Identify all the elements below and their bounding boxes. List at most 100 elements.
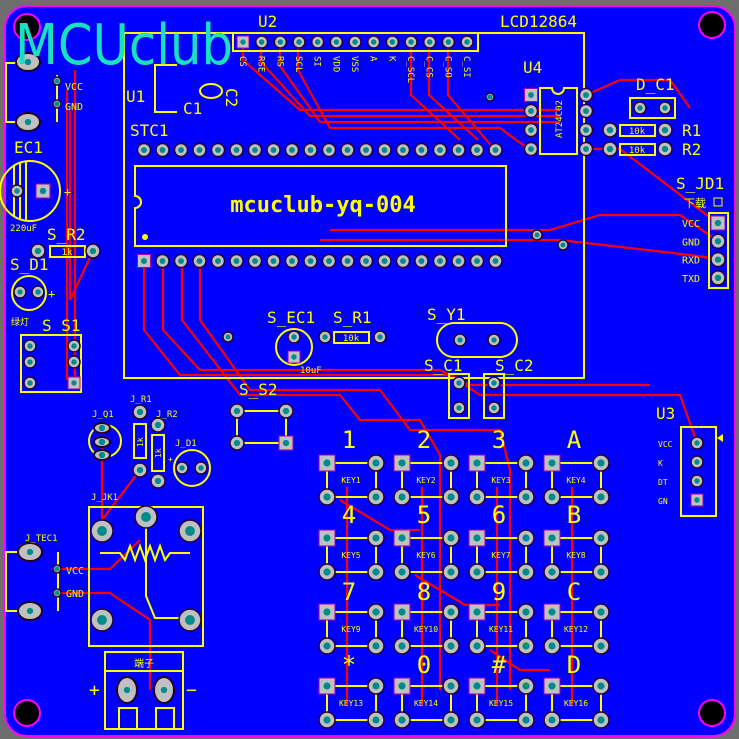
key-pin: [543, 563, 561, 581]
jr2-pin: [150, 417, 166, 433]
jjk1-pin: [134, 505, 158, 529]
dc1-pin: [633, 101, 647, 115]
r1-value: 10k: [629, 127, 646, 137]
mcu-pin: [247, 253, 263, 269]
key-symbol: 8: [417, 578, 431, 606]
ec1-outline: [0, 160, 61, 222]
mcu-pin: [247, 142, 263, 158]
crystal-outline: [436, 322, 518, 358]
u1-ref: U1: [126, 87, 145, 106]
sec1-outline: [275, 328, 313, 366]
lcd-pin-label: CS: [237, 56, 247, 67]
c2-ref: C2: [222, 88, 241, 107]
key-pin: [318, 563, 336, 581]
download-pin: [710, 251, 726, 268]
ec1-pin: [35, 183, 51, 199]
sc2-pin: [487, 376, 501, 390]
mcu-pin: [432, 142, 448, 158]
sr2-body: [49, 245, 86, 258]
crystal-pin: [453, 333, 467, 347]
terminal-outline: [104, 651, 184, 730]
key-pin: [592, 488, 610, 506]
trace: [320, 238, 719, 261]
lcd-pin-label: A: [368, 56, 378, 62]
r2-value: 10k: [629, 146, 646, 156]
key-pin: [592, 563, 610, 581]
mcu-pin: [229, 253, 244, 269]
ss1-pin: [23, 376, 37, 390]
terminal-pin: [116, 676, 138, 704]
mcu-text: mcuclub-yq-004: [230, 193, 415, 218]
key-pin: [367, 563, 385, 581]
terminal-label: 端子: [134, 657, 154, 670]
eeprom-pin: [524, 88, 538, 102]
sr1-ref: S_R1: [333, 308, 372, 327]
key-pin: [393, 529, 411, 547]
download-pin-label: VCC: [682, 219, 700, 230]
key-pin: [592, 677, 610, 695]
key-symbol: *: [342, 651, 356, 679]
jq1-pin: [93, 436, 111, 448]
sc1-pin: [452, 376, 466, 390]
pin1-dot: [142, 234, 148, 240]
sc1-ref: S_C1: [424, 356, 463, 375]
key-pin: [592, 711, 610, 729]
key-label: KEY15: [489, 699, 513, 708]
lcd-pin-label: C_CS: [424, 56, 434, 78]
mcu-pin: [155, 142, 170, 158]
terminal-tab: [118, 707, 138, 730]
jq1-pin: [93, 422, 111, 434]
key-pin: [393, 637, 411, 655]
jd1-outline: [173, 449, 211, 487]
eeprom-pin: [578, 141, 594, 157]
key-pin: [318, 454, 336, 472]
download-pin: [710, 270, 726, 286]
lcd-pin-label: C_SCL: [405, 56, 415, 83]
jr1-ref: J_R1: [130, 395, 152, 405]
download-pin: [710, 215, 726, 231]
jjk1-pin: [90, 519, 114, 543]
trace: [296, 42, 531, 151]
jd1-ref: S_JD1: [676, 174, 724, 193]
key-pin: [517, 637, 535, 655]
download-box: [713, 197, 723, 207]
mounting-hole: [698, 699, 726, 727]
u4-ref: U4: [523, 58, 542, 77]
key-pin: [442, 563, 460, 581]
sc2-outline: [483, 373, 505, 419]
sc2-ref: S_C2: [495, 356, 534, 375]
pads: [10, 35, 726, 729]
lcd-pin-label: VSS: [349, 56, 359, 72]
download-title: 下载: [684, 197, 706, 210]
u3-pin1-arrow: [717, 434, 723, 442]
ec1-pin: [10, 184, 24, 198]
ss2-pin: [229, 435, 245, 451]
mounting-holes: [13, 11, 726, 727]
mcu-pin: [451, 253, 466, 269]
mcu-pin: [173, 142, 189, 158]
key-pin: [517, 563, 535, 581]
lcd-header-outline: [232, 32, 479, 52]
ss1-pin: [67, 376, 81, 390]
key-label: KEY8: [566, 551, 585, 560]
key-pin: [367, 529, 385, 547]
u3-pin: [690, 436, 704, 450]
mcu-pin: [321, 253, 337, 269]
sd1-outline: [11, 275, 47, 311]
mcu-pin: [488, 142, 503, 158]
ec1-value: 220uF: [10, 224, 37, 234]
key-pin: [442, 488, 460, 506]
sec1-pin: [287, 350, 301, 364]
jq1-ref: J_Q1: [92, 410, 114, 420]
lcd-pin: [310, 35, 325, 49]
jtec1-ref: J_TEC1: [25, 534, 58, 544]
key-pin: [468, 529, 486, 547]
trace: [446, 42, 496, 151]
key-pin: [318, 529, 336, 547]
dc1-ref: D_C1: [636, 75, 675, 94]
key-label: KEY14: [414, 699, 438, 708]
mcu-pin: [358, 253, 374, 269]
mcu-pin: [303, 253, 318, 269]
key-symbol: 7: [342, 578, 356, 606]
